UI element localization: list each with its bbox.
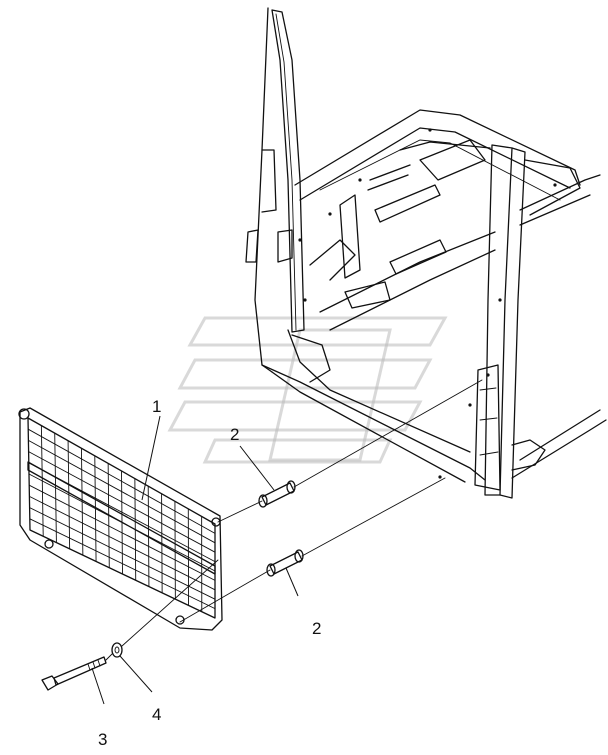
screen-top-mount <box>18 408 30 420</box>
part-3-bolt <box>41 656 107 691</box>
cab-frame <box>245 7 607 499</box>
mesh-horizontal-wire <box>29 518 216 610</box>
mesh-horizontal-wire <box>27 428 216 534</box>
mesh-horizontal-wire <box>28 451 216 553</box>
callout-part-1: 1 <box>152 397 162 416</box>
leader-lines <box>91 415 299 705</box>
screen-mesh <box>27 425 216 612</box>
screen-top-right-mount <box>211 517 221 527</box>
mesh-horizontal-wire <box>29 495 216 591</box>
mesh-horizontal-wire <box>28 440 216 544</box>
part-4-washer <box>111 642 123 658</box>
assembly-lines <box>105 379 483 661</box>
part-2-lower-spacer <box>266 549 304 577</box>
watermark-logo <box>167 316 448 464</box>
part-1-grid-screen <box>18 407 223 631</box>
mesh-horizontal-wire <box>28 484 216 581</box>
screen-bottom-left-mount <box>44 539 54 549</box>
callout-part-3: 3 <box>98 730 108 749</box>
callout-part-4: 4 <box>152 705 162 724</box>
callout-part-2-lower: 2 <box>312 619 322 638</box>
mesh-horizontal-wire <box>29 507 216 600</box>
part-2-upper-spacer <box>258 480 296 508</box>
callout-part-2-upper: 2 <box>230 425 240 444</box>
